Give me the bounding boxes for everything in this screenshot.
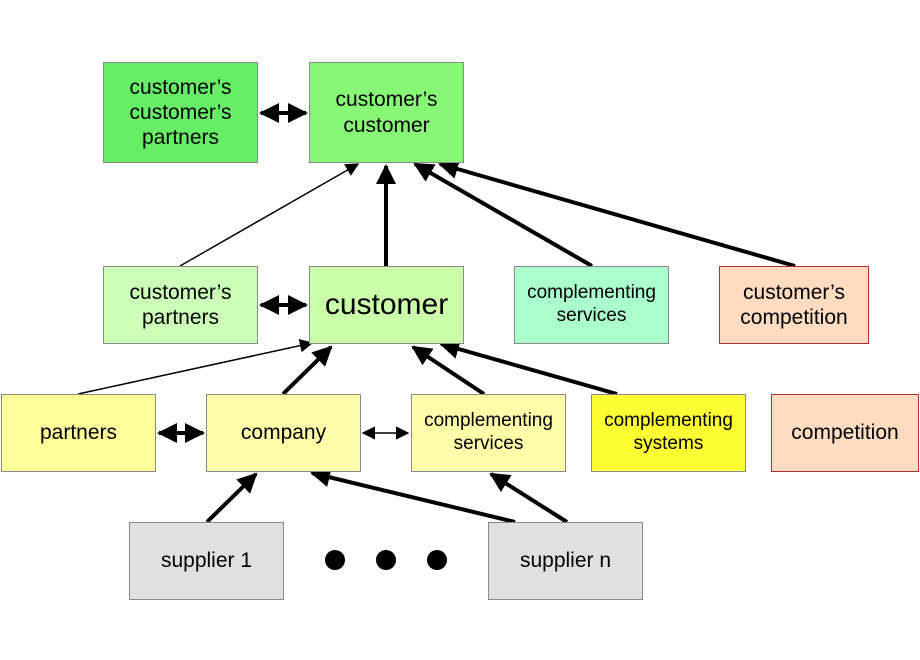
node-customers-competition: customer’s competition [719, 266, 869, 344]
ellipsis-dot [376, 550, 396, 570]
edge-group [77, 103, 796, 524]
edge-suppliern-to-company [310, 467, 516, 524]
edge-c_partners-to-cc [179, 163, 360, 267]
node-customers-partners: customer’s partners [103, 266, 258, 344]
node-label: customer’s competition [740, 280, 848, 329]
edge-company-to-customer [281, 345, 333, 396]
node-label: customer’s customer [335, 88, 438, 137]
node-customer: customer [309, 266, 464, 344]
node-supplier-1: supplier 1 [129, 522, 284, 600]
node-label: supplier n [519, 549, 612, 573]
node-supplier-n: supplier n [488, 522, 643, 600]
ellipsis-dot [427, 550, 447, 570]
node-label: complementing systems [604, 410, 733, 454]
edge-partners-to-customer [77, 338, 314, 395]
node-label: customer’s customer’s partners [129, 75, 232, 150]
node-label: company [240, 421, 327, 445]
edge-supplier1-to-company [205, 472, 258, 524]
edge-suppliern-to-comp_services [489, 472, 569, 524]
node-customers-customers-partners: customer’s customer’s partners [103, 62, 258, 163]
node-complementing-systems: complementing systems [591, 394, 746, 472]
edge-comp_services_top-to-cc [413, 162, 593, 268]
node-label: complementing services [527, 282, 656, 326]
node-label: competition [791, 421, 899, 445]
edge-cust_competition-to-cc [438, 159, 796, 268]
node-competition: competition [771, 394, 919, 472]
node-company: company [206, 394, 361, 472]
node-label: complementing services [424, 410, 553, 454]
node-partners: partners [1, 394, 156, 472]
node-customers-customer: customer’s customer [309, 62, 464, 163]
node-label: supplier 1 [160, 549, 253, 573]
node-complementing-services-top: complementing services [514, 266, 669, 344]
edge-comp_services-to-customer [411, 345, 486, 396]
node-label: customer [324, 288, 449, 321]
edge-comp_systems-to-customer [439, 339, 618, 396]
ellipsis-dot [325, 550, 345, 570]
node-complementing-services: complementing services [411, 394, 566, 472]
node-label: partners [39, 421, 118, 445]
node-label: customer’s partners [129, 280, 232, 329]
